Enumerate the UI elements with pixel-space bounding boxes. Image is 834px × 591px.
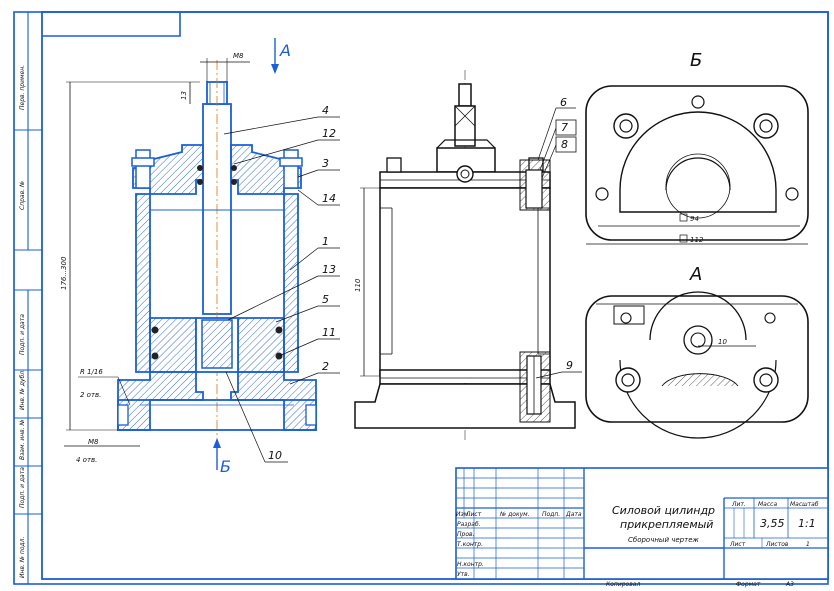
mass-value: 3,55 — [760, 517, 785, 530]
callout-8: 8 — [561, 138, 568, 151]
side-label-1: Справ. № — [19, 181, 26, 210]
col-scale: Масштаб — [790, 501, 819, 508]
dim-110-group: 110 — [354, 187, 380, 377]
role-label-5: Утв. — [457, 571, 470, 578]
left-margin-strip: Перв. примен. Справ. № Подп. и дата Инв.… — [13, 12, 42, 585]
dim-176-300: 176...300 — [60, 256, 68, 290]
top-left-code-box — [42, 12, 181, 37]
sheets-label: Листов — [765, 541, 789, 548]
callout-1: 1 — [322, 235, 329, 248]
callout-12: 12 — [322, 127, 336, 140]
row-label-1: Лист — [465, 511, 482, 518]
section-arrow-a: A — [279, 41, 291, 60]
row-label-2: № докум. — [499, 511, 530, 518]
row-label-3: Подп. — [542, 511, 560, 518]
callout-7: 7 — [561, 121, 568, 134]
left-dimensions: M8 13 176...300 R 1/16 2 отв. M8 4 отв. — [60, 52, 250, 464]
dim-m8-bottom: M8 — [88, 438, 99, 446]
dim-10: 10 — [718, 338, 727, 346]
callout-6: 6 — [560, 96, 567, 109]
role-label-2: Т.контр. — [457, 541, 483, 548]
format-label: Формат — [736, 581, 761, 588]
stamp-doc-type: Сборочный чертеж — [628, 536, 699, 544]
dim-sq112: 112 — [690, 236, 704, 244]
callout-13: 13 — [322, 263, 336, 276]
inner-frame — [41, 11, 829, 580]
side-label-2: Подп. и дата — [19, 314, 26, 355]
view-a-label: A — [689, 264, 702, 285]
dim-m8-count: 4 отв. — [76, 456, 97, 464]
callout-3: 3 — [322, 157, 329, 170]
side-label-3: Инв. № дубл. — [19, 369, 26, 410]
col-lit: Лит. — [731, 501, 746, 508]
callout-11: 11 — [322, 326, 336, 339]
sectional-view — [117, 60, 317, 450]
front-view — [354, 70, 576, 440]
row-label-4: Дата — [565, 511, 582, 518]
section-arrows: A Б — [213, 38, 291, 476]
copied-label: Копировал — [606, 581, 640, 588]
callout-14: 14 — [322, 192, 336, 205]
section-arrow-b: Б — [220, 457, 231, 476]
col-mass: Масса — [758, 501, 777, 508]
callout-4: 4 — [322, 104, 329, 117]
callout-5: 5 — [322, 293, 329, 306]
side-label-5: Подп. и дата — [19, 467, 26, 508]
view-a: A 10 — [585, 264, 809, 439]
role-label-0: Разраб. — [457, 521, 481, 528]
dim-r-count: 2 отв. — [80, 391, 101, 399]
stamp-title-1: Силовой цилиндр — [612, 504, 715, 517]
dim-110: 110 — [354, 278, 362, 292]
scale-value: 1:1 — [798, 517, 816, 530]
callout-10: 10 — [268, 449, 282, 462]
dim-r-thread: R 1/16 — [80, 368, 103, 376]
callout-2: 2 — [322, 360, 329, 373]
sheets-value: 1 — [806, 541, 810, 548]
stamp-title-2: прикрепляемый — [620, 518, 713, 531]
callouts-middle: 6 7 8 9 — [535, 96, 582, 379]
side-label-0: Перв. примен. — [19, 65, 26, 110]
role-label-1: Пров. — [457, 531, 475, 538]
view-b: Б 94 112 — [585, 50, 809, 245]
format-value: A3 — [785, 581, 794, 588]
callouts-left: 4 12 3 14 1 13 5 11 2 10 — [223, 104, 340, 463]
callout-9: 9 — [566, 359, 573, 372]
dim-thread-top: M8 — [233, 52, 244, 60]
side-label-6: Инв. № подл. — [19, 537, 26, 578]
sheet-label: Лист — [729, 541, 746, 548]
view-b-label: Б — [690, 50, 702, 71]
dim-sq94: 94 — [690, 215, 699, 223]
row-label-0: Изм. — [456, 511, 470, 518]
side-label-4: Взам. инв. № — [19, 419, 26, 460]
role-label-4: Н.контр. — [457, 561, 484, 568]
title-block: Изм. Лист № докум. Подп. Дата Разраб. Пр… — [455, 467, 829, 588]
dim-13: 13 — [180, 91, 188, 100]
